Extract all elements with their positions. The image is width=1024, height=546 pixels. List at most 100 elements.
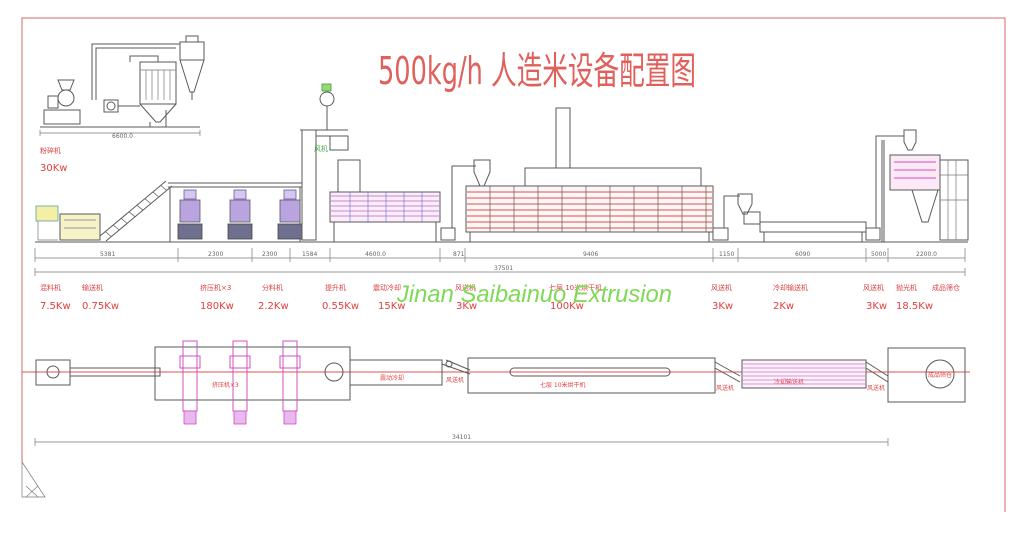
dimension-label: 9406 (583, 251, 598, 258)
polisher (881, 129, 969, 242)
extruder-2 (227, 189, 253, 240)
grinder-inset: 6600.0 粉碎机 30Kw (39, 35, 205, 174)
plan-air-conveyor-2: 风送机 (714, 361, 741, 392)
blower-motor (321, 83, 332, 92)
plan-polisher-body (887, 347, 966, 403)
vibrating-cooler (329, 159, 441, 242)
dimension-label: 6090 (795, 251, 810, 258)
plan-extruder-area: 挤压机×3 (154, 340, 351, 425)
cooling-cyclone (737, 193, 753, 215)
conveyor-rung (120, 218, 128, 224)
watermark: Jinan Saibainuo Extrusion (396, 281, 672, 308)
bucket-elevator (300, 129, 349, 241)
plan-view: 挤压机×3 震动冷却 风送机 七层 10米烘干机 风送机 冷却输送机 风送机 (22, 340, 970, 446)
plan-dryer: 七层 10米烘干机 (467, 357, 716, 394)
dimension-label: 4600.0 (365, 251, 386, 258)
cooling-conveyor (737, 193, 867, 242)
total-dimension-label: 37501 (494, 265, 513, 272)
inset-dimension-label: 6600.0 (112, 133, 133, 140)
baghouse-filter (139, 61, 177, 127)
plan-extruder-2 (229, 340, 251, 425)
cooling-conveyor-legs (763, 232, 863, 242)
air-conveyor-box (865, 227, 881, 241)
inset-pipe-baghouse (118, 55, 159, 107)
inset-pipe (91, 43, 181, 100)
equipment-name: 输送机 (82, 283, 103, 292)
plan-label: 风送机 (716, 384, 734, 392)
dryer (465, 107, 714, 242)
extruder-body (279, 199, 301, 223)
air-conveyor-pipe (723, 195, 740, 228)
plan-elevator-pit (324, 362, 344, 382)
dryer-body (465, 185, 714, 233)
grinder-motor (47, 95, 59, 109)
extruder-hopper (283, 189, 297, 200)
plan-extruder-3 (279, 340, 301, 425)
plan-extruder-motor (183, 410, 197, 425)
plan-label: 冷却输送机 (774, 378, 804, 386)
dryer-legs (469, 232, 710, 242)
plan-label: 风送机 (867, 384, 885, 392)
conveyor-rung (105, 231, 112, 237)
cooling-conveyor-body (759, 221, 867, 233)
grinder-machine (43, 79, 81, 125)
grinder-hopper (57, 79, 75, 91)
equipment-power: 100Kw (550, 301, 584, 312)
dimension-label: 1150 (719, 251, 734, 258)
plan-extruder-head (279, 355, 301, 369)
extruder-body (229, 199, 251, 223)
plan-air-pipe (714, 361, 741, 383)
dryer-chimney (555, 107, 571, 169)
air-conveyor-3 (865, 135, 904, 241)
polisher-column-detail (940, 160, 968, 240)
inset-cyclone-cone (179, 35, 205, 100)
inset-machine-name: 粉碎机 (40, 146, 61, 155)
equipment-power: 180Kw (200, 301, 234, 312)
inset-fan-body (103, 99, 119, 113)
dimension-label: 1584 (302, 251, 317, 258)
plan-mixer-drum (46, 365, 60, 379)
plan-label: 成品筛仓 (928, 371, 952, 379)
grinder-base (43, 109, 81, 125)
dimension-chain: 5381 2300 2300 1584 4600.0 871 9406 1150… (34, 248, 966, 276)
plan-air-pipe (865, 361, 889, 383)
plan-extruder-1 (179, 340, 201, 425)
plan-polisher-drum (925, 359, 955, 389)
air-conveyor-pipe (451, 165, 476, 228)
mixer-body (59, 213, 101, 241)
air-conveyor-box (440, 227, 456, 241)
extruder-platform-deck (168, 182, 302, 242)
equipment-power: 15Kw (378, 301, 405, 312)
plan-total-dimension-label: 34101 (452, 434, 471, 441)
equipment-power: 3Kw (712, 301, 733, 312)
elevator-cyclone (329, 135, 349, 151)
polisher-cone (911, 189, 939, 223)
equipment-power: 3Kw (866, 301, 887, 312)
view-symbol (21, 460, 46, 498)
equipment-power: 18.5Kw (896, 301, 933, 312)
dimension-label: 5381 (100, 251, 115, 258)
baghouse-body (139, 61, 177, 105)
plan-air-fan (445, 360, 453, 368)
equipment-name: 混料机 (40, 283, 61, 292)
air-conveyor-pipe (875, 135, 904, 228)
cooler-legs (333, 222, 437, 242)
plan-dryer-belt (509, 367, 671, 377)
plan-total-dimension-line (34, 438, 889, 446)
view-symbol-cross (25, 485, 39, 498)
equipment-name: 七层 10米烘干机 (549, 283, 602, 292)
plan-extruder-motor (283, 410, 297, 425)
equipment-power: 3Kw (456, 301, 477, 312)
plan-label: 挤压机×3 (212, 381, 239, 389)
extruder-hopper (183, 189, 197, 200)
plan-extruder-motor (233, 410, 247, 425)
blower: 风机 (314, 83, 335, 153)
total-dimension-line (34, 268, 966, 276)
air-conveyor-2 (712, 195, 740, 241)
baghouse-bags (140, 69, 176, 100)
equipment-name: 风送机 (711, 283, 732, 292)
air-conveyor-box (712, 227, 729, 241)
dimension-label: 871 (453, 251, 465, 258)
drawing-frame (21, 17, 1006, 512)
